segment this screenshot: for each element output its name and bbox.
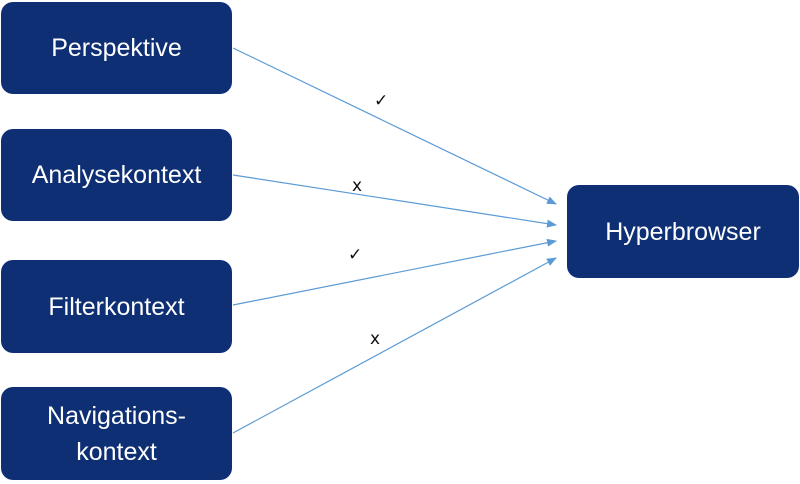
mark-perspektive-check: ✓ — [374, 91, 388, 111]
node-filterkontext-label: Filterkontext — [48, 292, 185, 321]
node-hyperbrowser-label: Hyperbrowser — [605, 217, 761, 246]
node-perspektive: Perspektive — [1, 2, 232, 94]
node-navigationskontext-label-line2: kontext — [76, 437, 157, 466]
node-analysekontext-label: Analysekontext — [31, 161, 202, 189]
node-navigationskontext-label-line1: Navigations- — [47, 401, 186, 430]
mark-navigationskontext-cross: x — [370, 329, 380, 349]
node-analysekontext: Analysekontext — [1, 129, 232, 221]
node-navigationskontext: Navigations- kontext — [1, 387, 232, 480]
arrow-perspektive-to-hyperbrowser — [232, 47, 557, 205]
node-perspektive-label: Perspektive — [51, 34, 182, 62]
mark-analysekontext-cross: x — [352, 176, 362, 196]
node-hyperbrowser: Hyperbrowser — [567, 185, 799, 278]
arrow-analysekontext-to-hyperbrowser — [232, 174, 557, 228]
arrow-filterkontext-to-hyperbrowser — [232, 238, 557, 306]
node-navigationskontext-label: Navigations- kontext — [47, 398, 186, 470]
mark-filterkontext-check: ✓ — [348, 245, 362, 265]
node-filterkontext: Filterkontext — [1, 260, 232, 353]
arrow-navigationskontext-to-hyperbrowser — [232, 257, 557, 434]
